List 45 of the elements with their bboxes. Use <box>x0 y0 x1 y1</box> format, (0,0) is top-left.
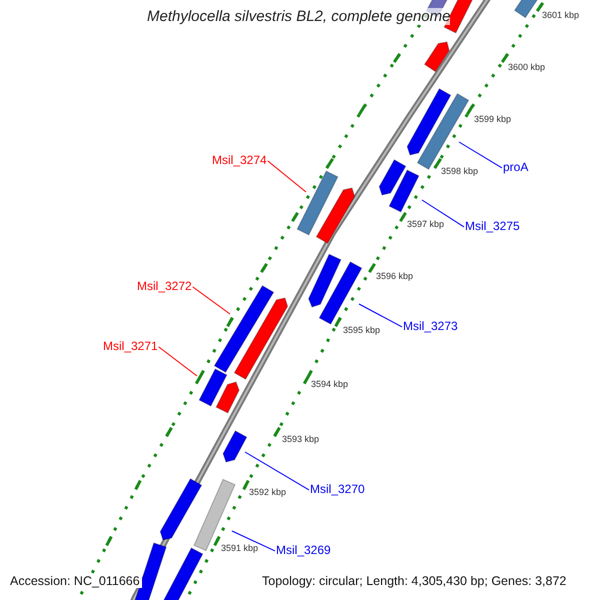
leader-line <box>458 142 502 168</box>
gene-feature <box>388 169 420 213</box>
gene-label: Msil_3273 <box>403 320 458 334</box>
genome-info-text: Topology: circular; Length: 4,305,430 bp; Genes: 3,872 <box>260 574 568 588</box>
title: Methylocella silvestris BL2, complete genome <box>147 8 450 26</box>
gene-feature <box>198 368 228 407</box>
gene-label: Msil_3275 <box>465 220 520 234</box>
tick-label: 3593 kbp <box>282 434 320 444</box>
leader-line <box>244 452 310 490</box>
tick-label: 3591 kbp <box>221 543 258 554</box>
gene-feature <box>296 170 338 236</box>
leader-line <box>358 304 402 328</box>
tick-label: 3597 kbp <box>407 219 444 230</box>
tick-label: 3598 kbp <box>441 166 478 176</box>
leader-line <box>158 346 198 376</box>
tick-label: 3600 kbp <box>508 62 546 72</box>
gene-label: Msil_3269 <box>276 544 331 558</box>
gene-feature <box>162 547 204 600</box>
gene-label: Msil_3274 <box>212 154 267 168</box>
gene-feature <box>160 478 202 541</box>
gene-feature <box>222 430 248 463</box>
gene-feature <box>234 297 288 380</box>
gene-label: Msil_3271 <box>103 340 158 354</box>
leader-line <box>422 200 464 228</box>
leader-line <box>232 530 276 552</box>
tick-label: 3594 kbp <box>311 379 348 390</box>
gene-label: Msil_3270 <box>310 483 365 497</box>
tick-label: 3601 kbp <box>542 10 580 20</box>
leader-line <box>192 286 230 314</box>
gene-feature <box>216 381 240 414</box>
gene-feature <box>406 88 452 156</box>
tick-label: 3595 kbp <box>343 325 380 336</box>
gene-label: Msil_3272 <box>137 280 192 294</box>
accession-text: Accession: NC_011666 <box>8 574 142 588</box>
gene-feature <box>214 285 274 373</box>
tick-label: 3599 kbp <box>474 114 512 124</box>
tick-label: 3596 kbp <box>376 271 414 282</box>
tick-label: 3592 kbp <box>249 487 286 498</box>
gene-feature <box>378 159 406 196</box>
gene-feature <box>316 187 356 244</box>
gene-label: proA <box>503 161 528 175</box>
gene-feature <box>318 261 362 325</box>
gene-feature <box>424 41 450 72</box>
leader-line <box>267 160 306 192</box>
gene-feature <box>308 254 342 308</box>
